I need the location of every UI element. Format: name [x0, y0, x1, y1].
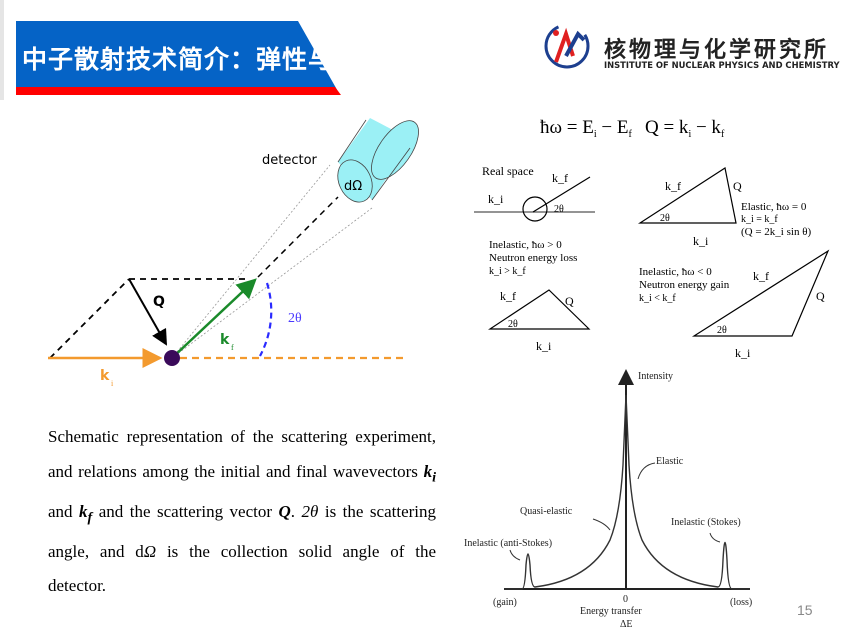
caption-text: Schematic representation of the scatteri… [48, 427, 436, 481]
caption-text: is the scattering angle, and d [48, 501, 437, 561]
loss-label: Inelastic, ħω > 0 [489, 239, 562, 251]
kf-label: k_f [500, 289, 516, 303]
loss-description: Neutron energy loss [489, 252, 577, 264]
scattering-diagram: detector dΩ Q k f k i 2θ [48, 118, 419, 388]
elastic-label: Elastic [656, 456, 684, 467]
ki-label: k_i [488, 192, 504, 206]
vector-diagrams: ħω = Ei − Ef Q = ki − kf Real space k_f … [474, 117, 830, 360]
loss-label: (loss) [730, 597, 752, 608]
caption-text: . [290, 501, 302, 521]
title-bar [16, 21, 340, 95]
x-axis-label: Energy transfer [580, 606, 642, 617]
detector-label: detector [262, 153, 318, 168]
ki-label: k [100, 368, 110, 384]
angle-arc [259, 282, 273, 357]
svg-text:ħω = Ei − Ef: ħω = Ei − Ef [540, 117, 632, 140]
caption-text: and [48, 501, 80, 521]
angle-label: 2θ [288, 311, 302, 326]
caption-text: is the collection solid angle of the det… [48, 541, 436, 596]
gain-label: (gain) [493, 597, 517, 608]
gain-description: Neutron energy gain [639, 279, 730, 291]
equations: ħω = Ei − Ef Q = ki − kf [540, 117, 725, 140]
angle-label: 2θ [508, 319, 518, 330]
solid-angle-label: dΩ [344, 179, 362, 194]
y-axis-label: Intensity [638, 371, 673, 382]
elastic-q-formula: (Q = 2k_i sin θ) [741, 226, 811, 238]
energy-spectrum: Intensity Elastic Quasi-elastic Inelasti… [464, 369, 752, 630]
kf-label: k_f [665, 179, 681, 193]
q-label: Q [565, 294, 574, 308]
svg-text:Q = ki − kf: Q = ki − kf [645, 117, 725, 140]
caption-angle: 2θ [301, 501, 319, 521]
institute-logo-icon [544, 23, 590, 69]
elastic-label: Elastic, ħω = 0 [741, 201, 807, 213]
anti-stokes-label: Inelastic (anti-Stokes) [464, 538, 552, 549]
kf-label: k_f [753, 269, 769, 283]
zero-tick: 0 [623, 594, 628, 605]
kf-label: k [220, 332, 230, 348]
quasi-elastic-label: Quasi-elastic [520, 506, 573, 517]
figure-caption: Schematic representation of the scatteri… [48, 420, 436, 604]
q-vector [128, 278, 167, 346]
caption-omega: Ω [143, 541, 157, 561]
real-space-label: Real space [482, 164, 534, 178]
caption-ki-sub: i [432, 468, 436, 485]
loss-condition: k_i > k_f [489, 266, 526, 277]
ki-label: k_i [693, 234, 709, 248]
ki-label: k_i [735, 346, 751, 360]
angle-label: 2θ [660, 213, 670, 224]
page-number: 15 [797, 602, 813, 618]
q-label: Q [816, 289, 825, 303]
elastic-condition: k_i = k_f [741, 214, 778, 225]
ki-label: k_i [536, 339, 552, 353]
institute-name-en: INSTITUTE OF NUCLEAR PHYSICS AND CHEMIST… [604, 60, 840, 70]
caption-q: Q [278, 501, 291, 521]
angle-label: 2θ [717, 325, 727, 336]
q-label: Q [733, 179, 742, 193]
x-axis-symbol: ΔE [620, 619, 633, 630]
gain-condition: k_i < k_f [639, 293, 676, 304]
kf-label: k_f [552, 171, 568, 185]
kf-subscript: f [231, 343, 234, 352]
detector-icon [337, 118, 419, 203]
caption-kf-sub: f [87, 508, 93, 525]
gain-label: Inelastic, ħω < 0 [639, 266, 712, 278]
kf-vector [171, 278, 257, 359]
ki-subscript: i [111, 379, 114, 388]
caption-text: and the scattering vector [92, 501, 279, 521]
sample-dot [164, 350, 180, 366]
header-banner [0, 0, 590, 100]
q-label: Q [153, 294, 165, 310]
institute-name-cn: 核物理与化学研究所 [604, 38, 830, 63]
page-title: 中子散射技术简介：弹性与非弹性 [22, 45, 413, 74]
caption-kf: k [79, 501, 88, 521]
title-underline [16, 87, 341, 95]
angle-label: 2θ [554, 204, 564, 215]
caption-ki: k [423, 461, 433, 481]
stokes-label: Inelastic (Stokes) [671, 517, 741, 528]
spectrum-curve [504, 394, 750, 590]
